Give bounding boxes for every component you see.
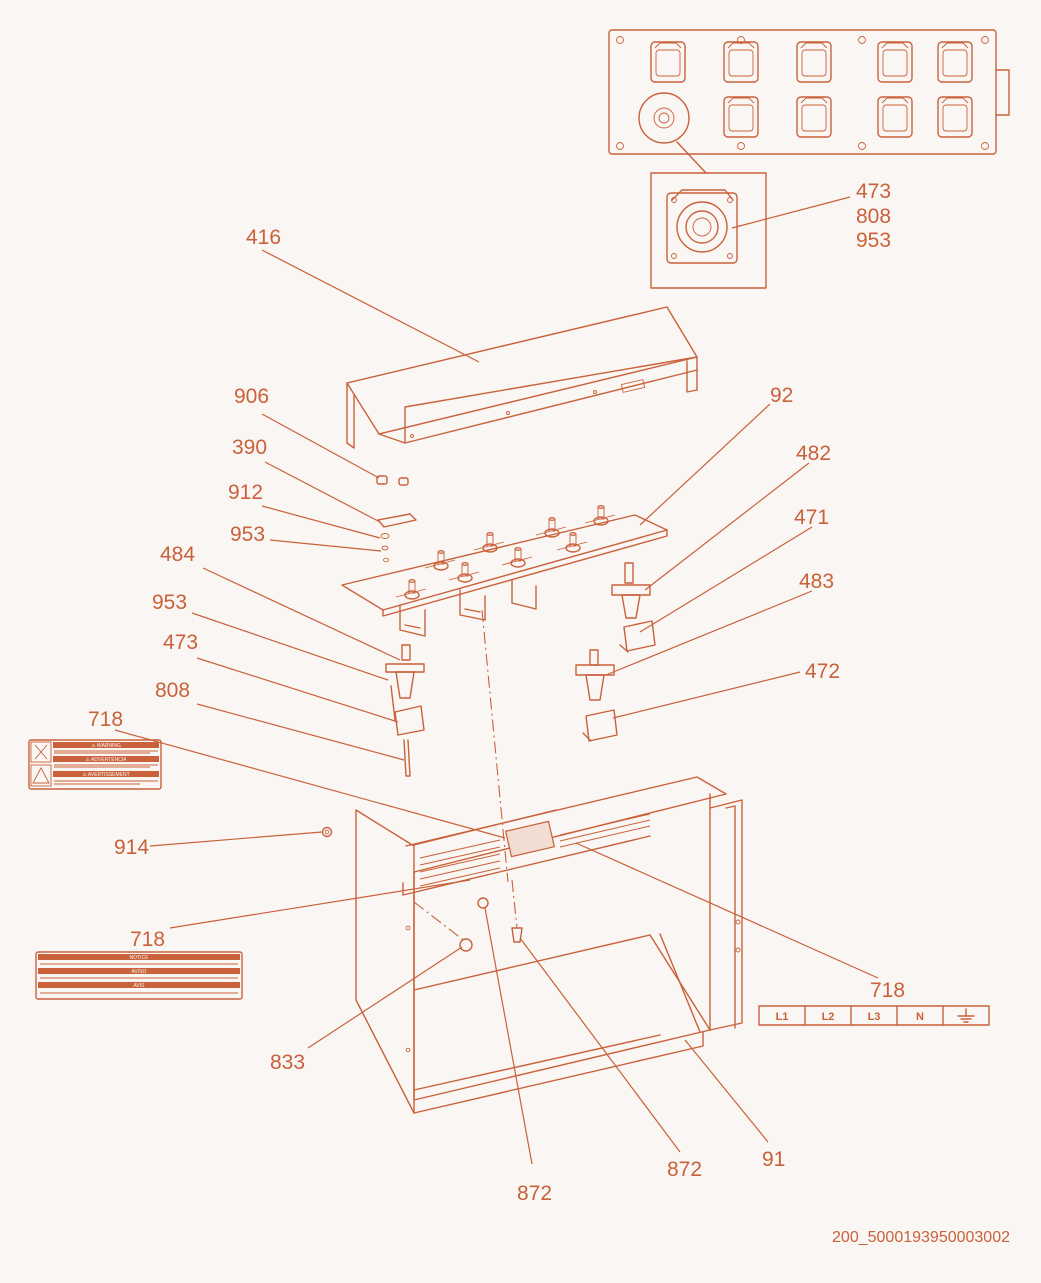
warning-heading-2: ⚠ ADVERTENCIA bbox=[85, 757, 127, 763]
callout-833: 833 bbox=[270, 1051, 305, 1074]
busbar-lug bbox=[556, 531, 588, 553]
enclosure-body bbox=[355, 776, 743, 1114]
ground-icon bbox=[957, 1008, 975, 1023]
callout-912: 912 bbox=[228, 481, 263, 504]
notice-heading-3: AVIS bbox=[133, 983, 145, 989]
warning-label: ⚠ WARNING ⚠ ADVERTENCIA ⚠ AVERTISSEMENT bbox=[28, 739, 162, 790]
notice-label: NOTICE AVISO AVIS bbox=[35, 951, 243, 1000]
terminal-n: N bbox=[916, 1011, 924, 1023]
assembly-axis bbox=[481, 609, 509, 883]
outlet bbox=[723, 96, 759, 138]
callout-718-b: 718 bbox=[130, 928, 165, 951]
busbar-lug bbox=[584, 504, 616, 526]
bracket-473 bbox=[394, 705, 425, 736]
callout-473-top: 473 bbox=[856, 180, 891, 203]
busbar-lug bbox=[473, 531, 505, 553]
outlet bbox=[796, 41, 832, 83]
bracket-472 bbox=[582, 709, 618, 742]
callout-483: 483 bbox=[799, 570, 834, 593]
notice-heading-2: AVISO bbox=[132, 969, 147, 975]
callout-872-b: 872 bbox=[667, 1158, 702, 1181]
outlet bbox=[650, 41, 686, 83]
callout-471: 471 bbox=[794, 506, 829, 529]
leader-lines bbox=[114, 196, 879, 1165]
top-cover bbox=[346, 306, 698, 449]
busbar-lug bbox=[501, 546, 533, 568]
busbar-lug bbox=[535, 516, 567, 538]
terminal-strip-label: L1 L2 L3 N bbox=[758, 1005, 990, 1026]
callout-808-top: 808 bbox=[856, 205, 891, 228]
callout-953-top: 953 bbox=[856, 229, 891, 252]
callout-472: 472 bbox=[805, 660, 840, 683]
callout-914: 914 bbox=[114, 836, 149, 859]
callout-718-a: 718 bbox=[88, 708, 123, 731]
bolt-808 bbox=[403, 739, 411, 777]
hardware-stack bbox=[376, 475, 417, 563]
callout-390: 390 bbox=[232, 436, 267, 459]
terminal-l1: L1 bbox=[776, 1011, 789, 1023]
callout-416: 416 bbox=[246, 226, 281, 249]
outlet bbox=[723, 41, 759, 83]
insulator-482 bbox=[611, 562, 651, 619]
busbar-assembly bbox=[341, 504, 668, 637]
warning-heading-3: ⚠ AVERTISSEMENT bbox=[82, 772, 129, 778]
busbar-lug bbox=[424, 549, 456, 571]
callout-953-b: 953 bbox=[152, 591, 187, 614]
fasteners bbox=[321, 826, 523, 952]
terminal-l2: L2 bbox=[822, 1011, 835, 1023]
warning-heading-1: ⚠ WARNING bbox=[91, 743, 121, 749]
callout-92: 92 bbox=[770, 384, 793, 407]
callout-906: 906 bbox=[234, 385, 269, 408]
outlet-grid bbox=[650, 41, 973, 138]
callout-484: 484 bbox=[160, 543, 195, 566]
callout-91: 91 bbox=[762, 1148, 785, 1171]
busbar-lug bbox=[448, 561, 480, 583]
callout-808: 808 bbox=[155, 679, 190, 702]
outlet bbox=[796, 96, 832, 138]
insulator-484 bbox=[385, 644, 425, 721]
detail-inset bbox=[650, 172, 767, 289]
callout-473: 473 bbox=[163, 631, 198, 654]
callout-numbers: 473 808 953 416 906 390 912 953 484 953 … bbox=[88, 180, 905, 1205]
receptacle-panel bbox=[608, 29, 1010, 174]
outlet bbox=[877, 96, 913, 138]
document-number: 200_5000193950003002 bbox=[832, 1229, 1010, 1246]
outlet bbox=[877, 41, 913, 83]
callout-718-c: 718 bbox=[870, 979, 905, 1002]
callout-953-a: 953 bbox=[230, 523, 265, 546]
busbar-lug bbox=[395, 578, 427, 600]
terminal-l3: L3 bbox=[868, 1011, 881, 1023]
bracket-471 bbox=[619, 620, 656, 653]
callout-482: 482 bbox=[796, 442, 831, 465]
outlet bbox=[937, 41, 973, 83]
outlet bbox=[937, 96, 973, 138]
notice-heading-1: NOTICE bbox=[130, 955, 150, 961]
insulator-483 bbox=[575, 649, 615, 701]
callout-872-a: 872 bbox=[517, 1182, 552, 1205]
